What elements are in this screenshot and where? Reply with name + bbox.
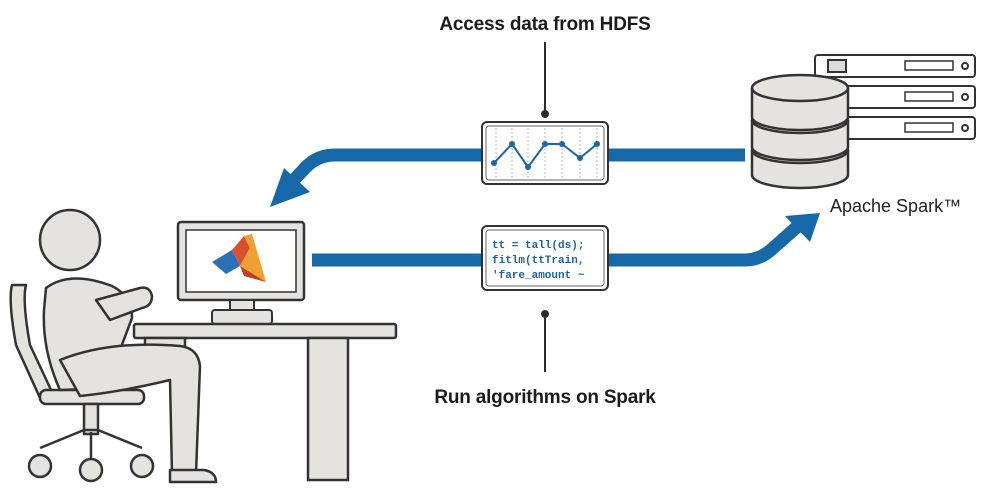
monitor-icon (176, 220, 306, 325)
run-arrow (312, 221, 803, 267)
run-leader-dot (541, 310, 549, 318)
code-line-2: fitlm(ttTrain, (492, 255, 584, 267)
matlab-logo-icon (212, 234, 266, 282)
line-chart-icon (481, 121, 609, 185)
flow-arrows (270, 148, 820, 267)
code-line-3: 'fare_amount ~ (492, 270, 585, 282)
database-icon (750, 73, 850, 190)
run-arrow-head (785, 213, 820, 242)
person-legs (58, 343, 202, 476)
access-arrow-head (270, 168, 310, 207)
code-box: tt = tall(ds); fitlm(ttTrain, 'fare_amou… (481, 225, 609, 291)
person-arm (94, 286, 154, 322)
run-callout-text: Run algorithms on Spark (434, 387, 656, 408)
person-head (38, 208, 102, 272)
person-at-desk-icon (9, 208, 218, 484)
spark-label: Apache Spark™ (830, 196, 961, 216)
desk (132, 322, 398, 482)
access-leader-dot (541, 110, 549, 118)
access-arrow (287, 148, 745, 187)
access-callout-text: Access data from HDFS (439, 14, 650, 35)
code-line-1: tt = tall(ds); (492, 240, 584, 252)
